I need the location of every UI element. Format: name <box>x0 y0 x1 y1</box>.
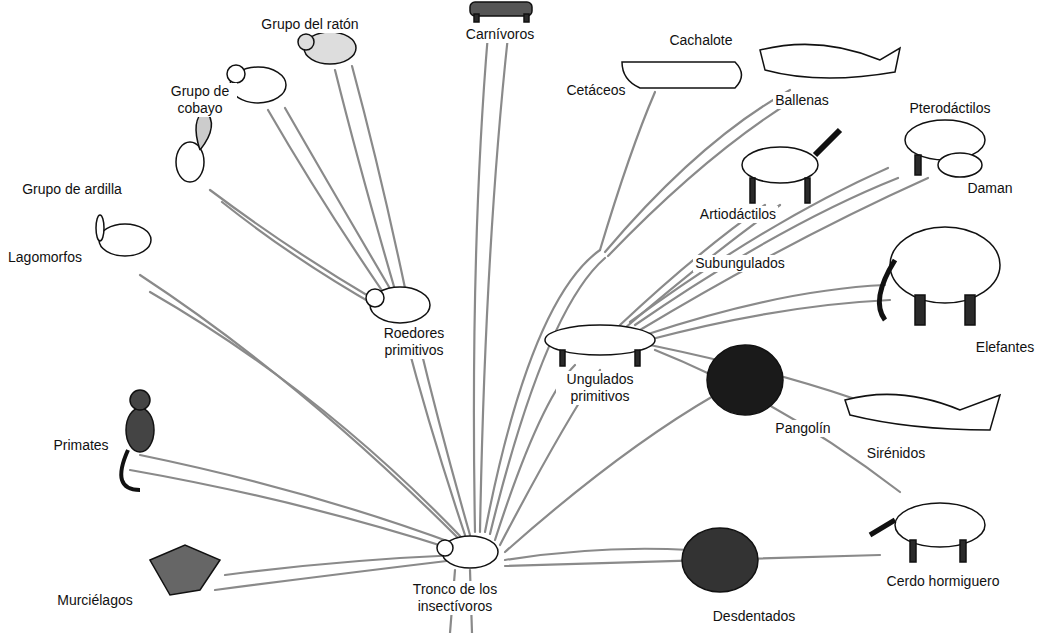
group-label: Primates <box>51 437 110 454</box>
group-label: Lagomorfos <box>6 249 84 266</box>
group-label: Sirénidos <box>865 445 927 462</box>
group-label: Grupo del ratón <box>259 16 360 33</box>
group-label: Grupo de ardilla <box>20 181 124 198</box>
group-label: Cetáceos <box>564 82 627 99</box>
group-label: Roedores primitivos <box>372 325 456 359</box>
group-label: Grupo de cobayo <box>163 83 237 117</box>
group-label: Subungulados <box>693 255 787 272</box>
group-label: Desdentados <box>711 608 798 625</box>
group-label: Cachalote <box>667 32 734 49</box>
group-label: Tronco de los insectívoros <box>388 581 522 615</box>
group-label: Murciélagos <box>55 592 134 609</box>
group-label: Cerdo hormiguero <box>885 573 1002 590</box>
group-label: Elefantes <box>974 339 1036 356</box>
group-label: Carnívoros <box>464 26 536 43</box>
group-label: Artiodáctilos <box>698 206 778 223</box>
group-label: Ballenas <box>773 92 831 109</box>
group-label: Pangolín <box>773 420 832 437</box>
group-label: Daman <box>965 180 1014 197</box>
group-label: Pterodáctilos <box>908 100 993 117</box>
group-label: Ungulados primitivos <box>556 371 644 405</box>
